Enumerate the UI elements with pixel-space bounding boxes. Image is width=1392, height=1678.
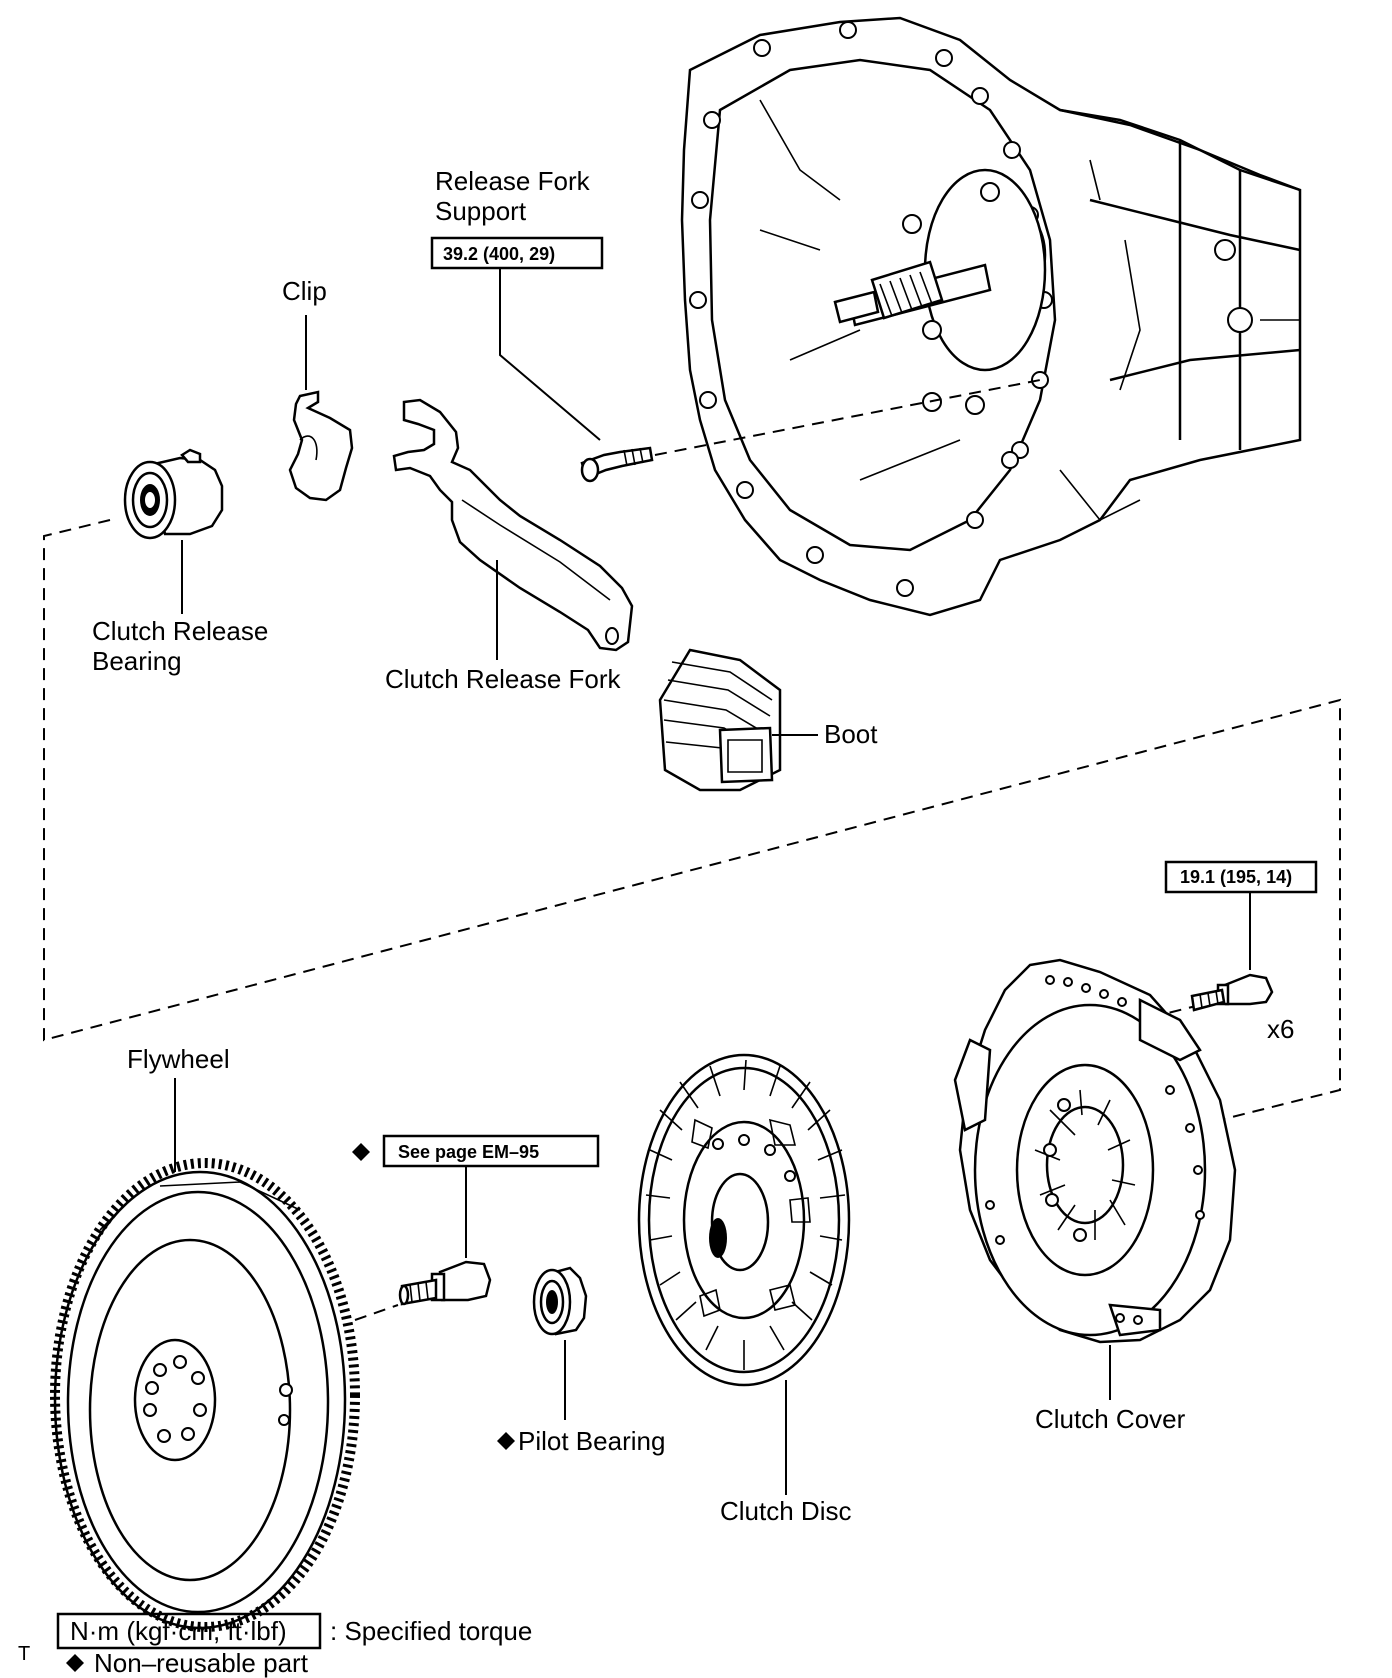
pilot-bearing-label: Pilot Bearing [518,1426,665,1456]
transmission-housing [680,16,1302,617]
clutch-cover [953,958,1237,1344]
boot [658,648,782,792]
release-fork-support-label-1: Release Fork [435,166,591,196]
legend: T N·m (kgf·cm, ft·lbf) : Specified torqu… [18,1612,532,1678]
clutch-cover-label: Clutch Cover [1035,1404,1186,1434]
torque-cover-value: 19.1 (195, 14) [1180,867,1292,887]
clutch-release-fork [392,398,634,652]
clip-label: Clip [282,276,327,306]
support-guide-line [654,379,1041,456]
boot-label: Boot [824,719,878,749]
nonreusable-legend-text: Non–reusable part [94,1648,309,1678]
clip [288,390,354,502]
cover-bolt-quantity: x6 [1267,1014,1294,1044]
torque-box-support [430,236,604,270]
torque-unit-box [56,1612,322,1650]
clutch-disc [637,1053,851,1387]
flywheel-bolt-ref-box [382,1134,600,1168]
release-fork-support-bolt [580,446,654,483]
torque-legend-desc: : Specified torque [330,1616,532,1646]
assembly-guide-line [43,519,1341,1121]
clutch-release-bearing [123,448,224,540]
flywheel-bolt [398,1260,492,1306]
pilot-bearing [532,1266,588,1336]
clutch-release-bearing-label-2: Bearing [92,646,182,676]
pilot-bearing-nonreusable-icon [497,1432,515,1450]
clutch-release-fork-label: Clutch Release Fork [385,664,622,694]
support-leader [499,262,601,441]
clutch-release-bearing-label-1: Clutch Release [92,616,268,646]
flywheel [50,1158,360,1632]
torque-unit-text: N·m (kgf·cm, ft·lbf) [70,1616,287,1646]
torque-support-value: 39.2 (400, 29) [443,244,555,264]
nonreusable-icon [66,1654,84,1672]
release-fork-support-label-2: Support [435,196,527,226]
clutch-cover-bolt [1190,973,1274,1012]
clutch-disc-label: Clutch Disc [720,1496,851,1526]
flywheel-bolt-ref-text: See page EM–95 [398,1142,539,1162]
flywheel-bolt-nonreusable-icon [352,1143,370,1161]
flywheel-guide-line [354,1304,399,1321]
corner-mark: T [18,1643,30,1665]
torque-box-cover [1164,860,1318,894]
flywheel-label: Flywheel [127,1044,230,1074]
